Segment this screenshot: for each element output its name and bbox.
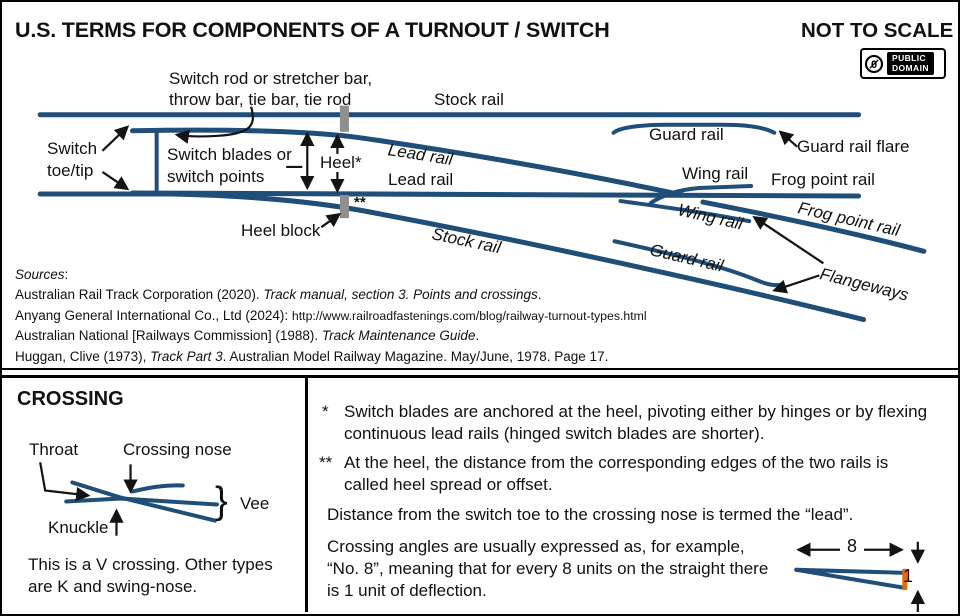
turnout-diagram (37, 105, 927, 323)
straight-units-value: 8 (840, 536, 865, 557)
guard-rail-flare-arrow (778, 130, 799, 148)
cc-zero-icon: 0 (864, 54, 884, 73)
note-lead-definition: Distance from the switch toe to the cros… (327, 505, 854, 524)
label-switch-rod: Switch rod or stretcher bar, throw bar, … (169, 69, 373, 109)
flangeway-arrow-guard (772, 274, 820, 294)
crossing-wing-rail (130, 483, 185, 494)
label-wing-rail-top: Wing rail (682, 164, 749, 183)
crossing-title: CROSSING (17, 388, 124, 410)
crossing-diagram (39, 462, 926, 612)
deflection-units-value: 1 (903, 566, 914, 586)
page-title: U.S. TERMS FOR COMPONENTS OF A TURNOUT /… (15, 18, 610, 42)
stock-rail-diverging-line (37, 191, 867, 323)
footnote-heel-spread: ** At the heel, the distance from the co… (319, 453, 889, 494)
switch-toe-arrow-bottom (101, 171, 130, 191)
label-heel: Heel* (320, 153, 362, 172)
flangeway-arrow-frog (752, 215, 825, 265)
angle-rail-top (794, 567, 907, 575)
column-divider (305, 378, 308, 612)
footnote-heel-anchor: * Switch blades are anchored at the heel… (322, 402, 928, 443)
label-knuckle: Knuckle (48, 518, 109, 537)
throat-arrow (39, 462, 91, 502)
source-line: Anyang General International Co., Ltd (2… (15, 307, 647, 323)
switch-blade-diverging-line (130, 127, 686, 198)
label-crossing-nose: Crossing nose (123, 440, 232, 459)
crossing-and-notes-section: CROSSING Throat Crossing nose Knuckle } … (2, 375, 958, 612)
source-line: Huggan, Clive (1973), Track Part 3. Aust… (15, 348, 609, 364)
source-line: Australian Rail Track Corporation (2020)… (15, 287, 542, 303)
label-stock-rail-top: Stock rail (434, 90, 504, 109)
label-switch-toe: Switch toe/tip (47, 139, 98, 180)
source-line: Australian National [Railways Commission… (15, 328, 480, 344)
note-crossing-angles: Crossing angles are usually expressed as… (327, 537, 769, 600)
frog-point-rail-diverging-line (700, 199, 927, 254)
label-guard-rail-top: Guard rail (649, 125, 724, 144)
wing-rail-top-line (648, 183, 754, 206)
crossing-caption: This is a V crossing. Other types are K … (28, 555, 273, 596)
not-to-scale-label: NOT TO SCALE (801, 19, 954, 42)
label-switch-blades: Switch blades or switch points (167, 145, 292, 186)
switch-rod-arrow (174, 106, 254, 144)
sources-list: Sources: Australian Rail Track Corporati… (15, 265, 647, 367)
label-guard-rail-flare: Guard rail flare (797, 137, 910, 156)
heel-block-arrow (320, 212, 342, 229)
public-domain-badge: 0 PUBLIC DOMAIN (860, 48, 946, 79)
wing-rail-bottom-line (618, 199, 752, 224)
vee-brace: } (215, 480, 228, 522)
label-lead-rail-straight: Lead rail (388, 170, 454, 189)
angle-rail-bottom (794, 567, 907, 590)
svg-text:0: 0 (871, 59, 877, 71)
label-heel-block: Heel block (241, 221, 321, 240)
turnout-section: U.S. TERMS FOR COMPONENTS OF A TURNOUT /… (2, 2, 958, 370)
label-frog-point-rail-top: Frog point rail (771, 170, 875, 189)
sources-heading: Sources: (15, 267, 69, 282)
guard-rail-top-line (611, 122, 777, 135)
switch-blade-straight-line (130, 190, 862, 199)
source-url: http://www.railroadfastenings.com/blog/r… (291, 308, 647, 323)
label-vee: Vee (240, 494, 270, 513)
switch-toe-arrow-top (101, 125, 130, 152)
public-domain-text: PUBLIC DOMAIN (887, 51, 934, 76)
label-throat: Throat (29, 440, 79, 459)
heel-spread-marker: ** (354, 194, 366, 211)
